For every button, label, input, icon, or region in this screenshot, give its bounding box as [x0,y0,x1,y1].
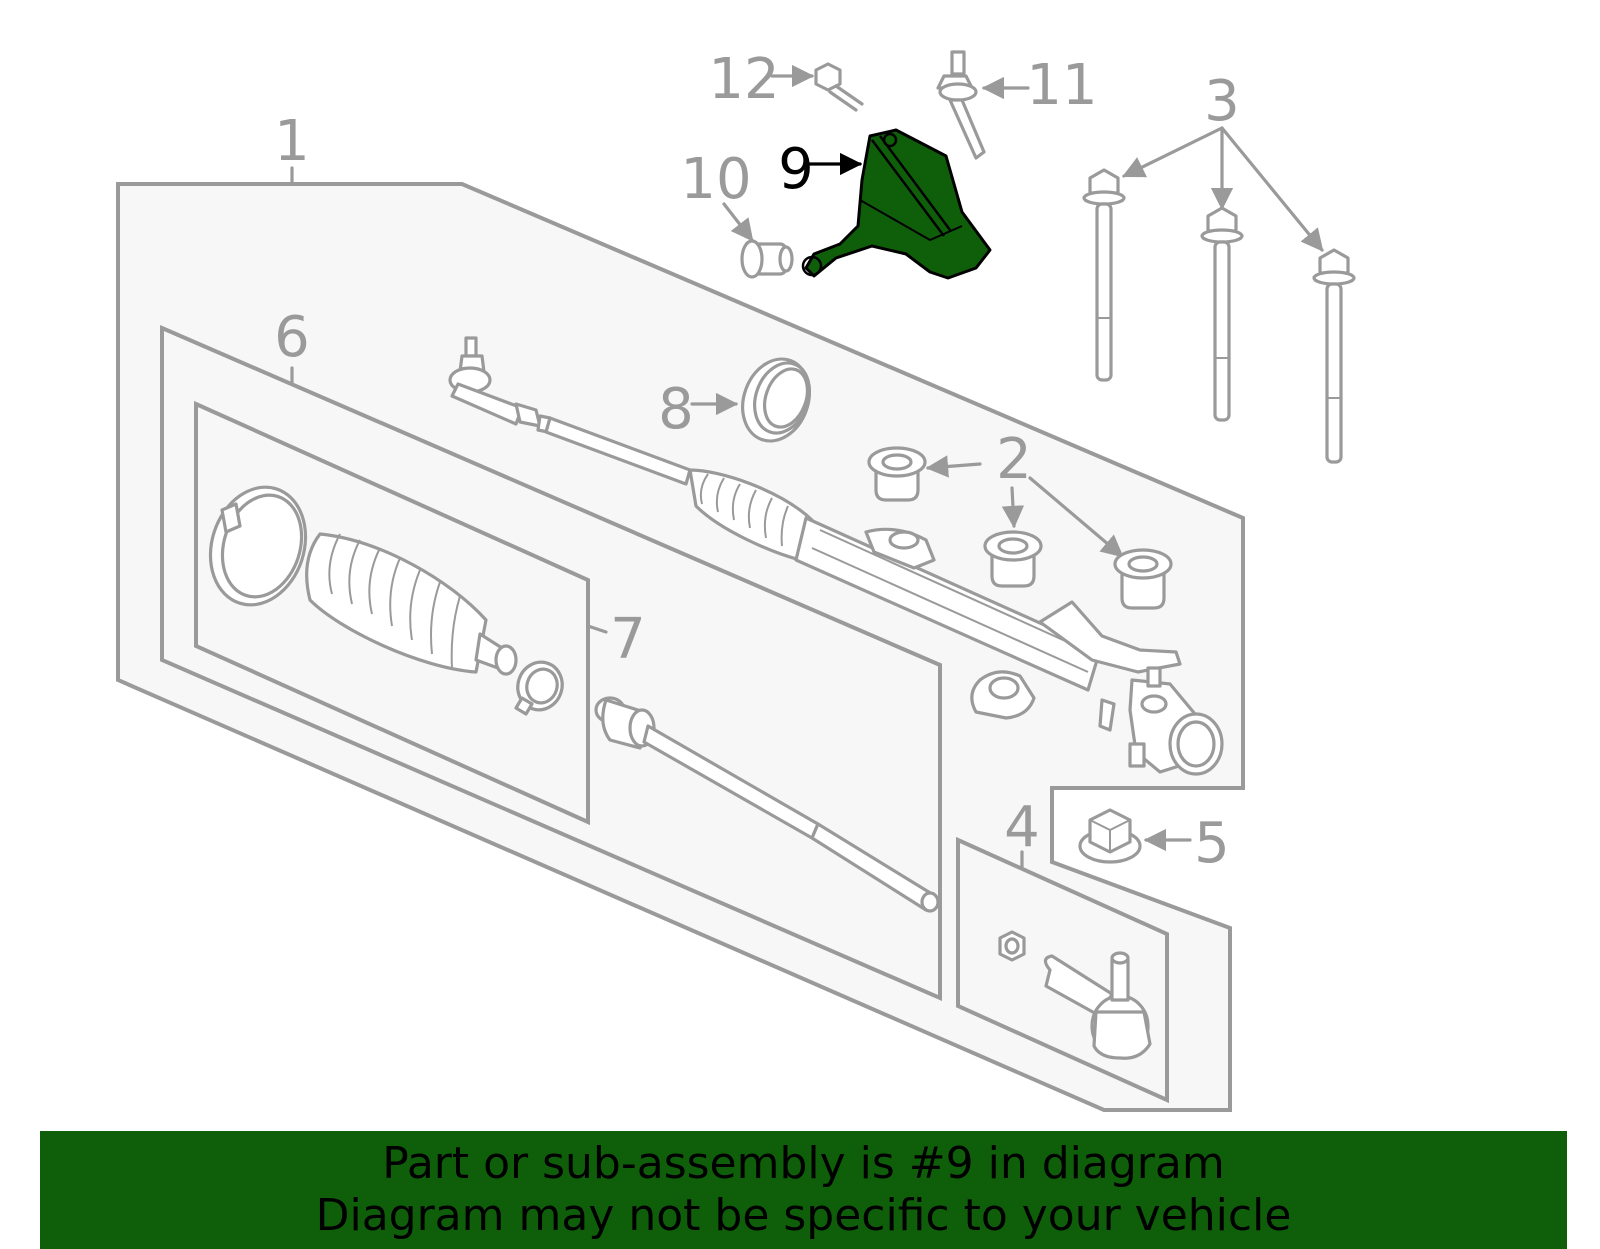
callout-11: 11 [1026,53,1097,118]
part-4-tie-rod-end [998,930,1152,1060]
callout-10: 10 [680,147,751,212]
steering-rack [448,336,1224,776]
part-2-bushing-a [867,446,927,502]
part-2-bushing-b [983,530,1043,588]
callout-5: 5 [1194,811,1230,876]
leader-2c [1028,476,1124,558]
leader-2a [925,455,982,478]
callout-12: 12 [708,47,779,112]
callout-9: 9 [778,137,814,202]
part-12-bolt [814,62,864,112]
callout-2: 2 [996,427,1032,492]
part-7-boot-kit [208,485,564,716]
part-9-bracket [801,128,992,280]
part-3-bolt-c [1312,248,1356,464]
banner-line-2: Diagram may not be specific to your vehi… [315,1190,1292,1241]
info-banner: Part or sub-assembly is #9 in diagram Di… [40,1131,1567,1249]
leader-3a [1121,126,1224,178]
part-2-bushing-c [1113,548,1173,610]
banner-line-1: Part or sub-assembly is #9 in diagram [382,1138,1225,1189]
leader-3c [1220,126,1324,252]
callout-4: 4 [1004,795,1040,860]
part-3-bolt-a [1082,168,1126,382]
leader-2b [1001,486,1025,529]
callout-8: 8 [658,377,694,442]
callout-3: 3 [1204,69,1240,134]
callout-6: 6 [274,305,310,370]
part-6-inner-tie-rod [594,696,940,913]
leader-7 [586,624,608,634]
part-3-bolt-b [1200,206,1244,422]
part-8-seal [741,357,811,443]
part-10-bushing [740,239,794,279]
part-11-stud [936,50,986,160]
part-5-nut [1078,808,1142,864]
callout-7: 7 [610,607,646,672]
leader-10 [722,202,754,242]
callout-1: 1 [274,109,310,174]
